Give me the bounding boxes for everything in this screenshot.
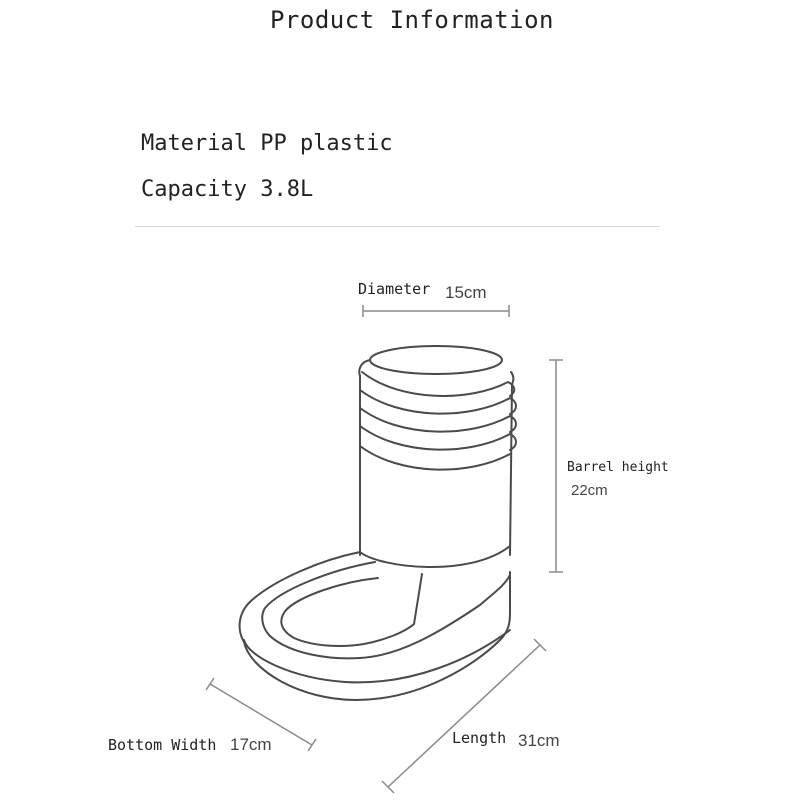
length-dimension-line (387, 644, 541, 788)
material-spec: Material PP plastic (141, 131, 393, 156)
bottom-width-dimension-line (209, 683, 313, 746)
rib-1 (361, 371, 516, 397)
length-label: Length (452, 729, 507, 747)
diameter-value: 15cm (445, 283, 487, 302)
barrel-neck (359, 545, 511, 569)
rib-2 (359, 389, 517, 415)
rib-3 (359, 407, 517, 433)
barrel-height-label: Barrel height (567, 460, 669, 475)
section-divider (135, 226, 660, 227)
base-tray-inner (280, 573, 423, 647)
page-title: Product Information (269, 6, 555, 34)
base-outer (238, 551, 511, 701)
bottom-width-label: Bottom Width (108, 736, 217, 754)
diameter-label: Diameter (358, 280, 431, 298)
capacity-spec: Capacity 3.8L (141, 177, 314, 202)
rib-4 (359, 425, 517, 451)
length-value: 31cm (518, 731, 560, 750)
rib-5 (359, 445, 511, 471)
lid-top (369, 345, 503, 375)
bottom-width-value: 17cm (230, 735, 272, 754)
base-rim (243, 629, 511, 684)
barrel-height-value: 22cm (571, 482, 608, 499)
base-tray-outer (261, 561, 511, 660)
